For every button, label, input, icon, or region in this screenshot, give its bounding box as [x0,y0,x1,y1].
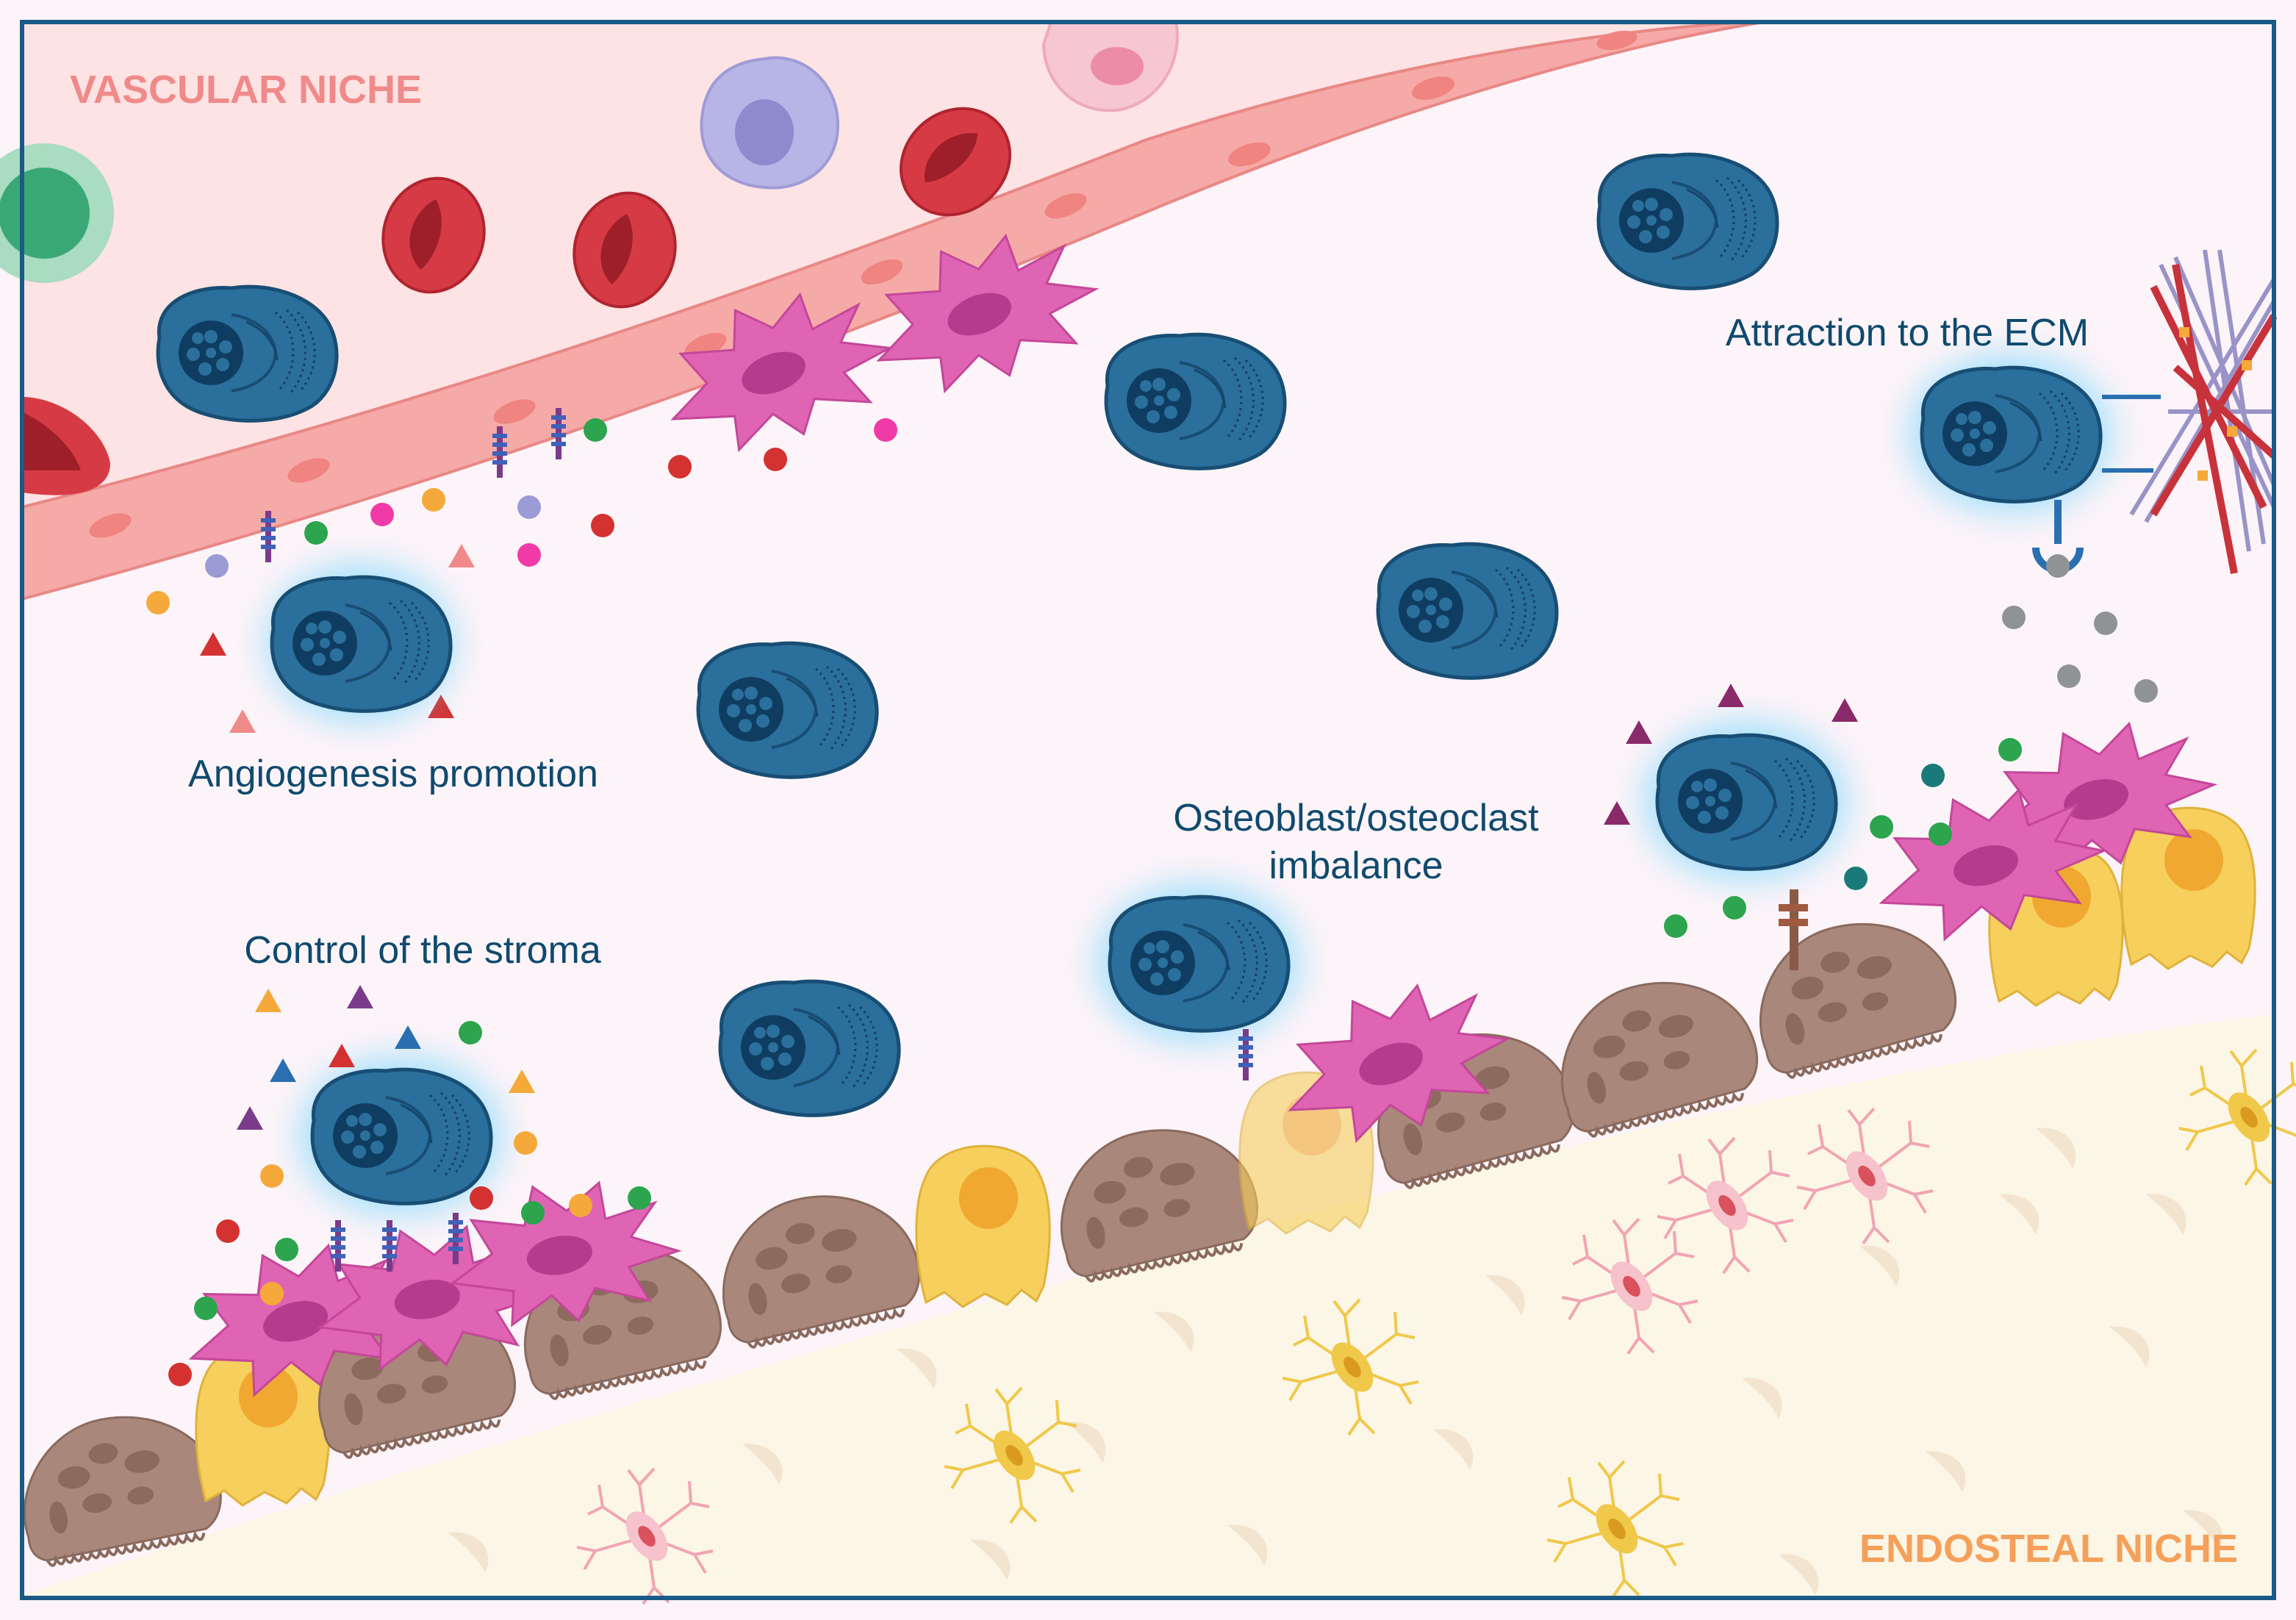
tumor-cell-icon [1657,735,1836,869]
ecm-fibers [2129,249,2278,574]
tumor-cell-icon [1599,154,1777,288]
tumor-cell-icon [1110,897,1288,1031]
figure-frame [20,20,2276,1600]
tumor-cell-icon [272,577,451,711]
cytokines-imbalance [1604,684,2022,938]
ecm-label: Attraction to the ECM [1726,312,2089,354]
stroma-control-label: Control of the stroma [244,929,601,972]
cytokine-dot-icon [304,521,328,545]
cytokines-vessel [146,418,897,733]
tumor-cell-icon [312,1069,491,1203]
cytokine-dot-icon [205,554,229,578]
tumor-cell-icon [1106,334,1285,468]
cytokine-dot-icon [517,543,541,567]
tumor-cell-icon [698,643,877,777]
monocyte-icon [700,56,840,190]
cytokine-dot-icon [146,591,170,614]
osteoclast-icon [915,1144,1051,1308]
cytokine-dot-icon [668,455,692,479]
imbalance-label-line2: imbalance [1269,845,1443,887]
cytokine-dot-icon [874,418,897,442]
bone-region [22,1014,2274,1598]
cytokine-dot-icon [517,495,541,519]
ecm-fiber-icon [2129,249,2276,552]
cytokines-stroma [168,985,651,1386]
endosteal-niche-label: ENDOSTEAL NICHE [1859,1527,2238,1571]
cytokine-dot-icon [370,503,394,526]
osteoclast-icon [2120,806,2256,970]
red-blood-cell-icon [22,397,110,495]
cytokine-dot-icon [584,418,607,442]
tumor-cell-icon [1922,368,2101,501]
vascular-niche-label: VASCULAR NICHE [70,68,422,112]
tumor-cell-icon [158,287,337,420]
cytokine-dot-icon [422,488,445,512]
cytokine-dot-icon [591,514,614,537]
tumor-cell-icon [720,981,899,1115]
tumor-cell-icon [1378,544,1557,678]
angiogenesis-label: Angiogenesis promotion [188,753,598,795]
ecm-ligands [2002,554,2158,703]
neutrophil-icon [1041,21,1179,112]
imbalance-label-line1: Osteoblast/osteoclast [1173,797,1539,839]
receptor-icon [1779,889,1808,970]
cytokine-dot-icon [764,448,787,471]
tumor-cells [158,154,2113,1216]
ecm-fiber-icon [2150,264,2278,574]
